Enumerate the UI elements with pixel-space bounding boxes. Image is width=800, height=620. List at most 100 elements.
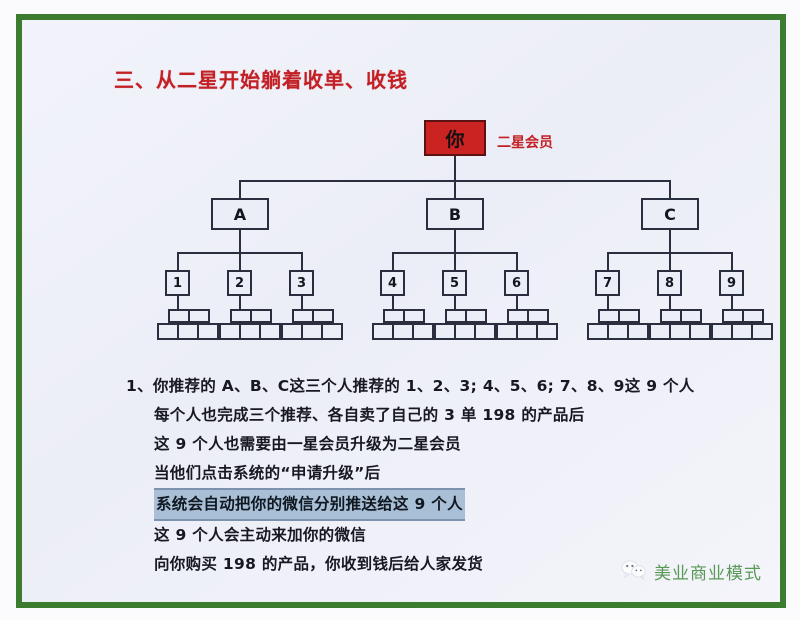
node-b-label: B (448, 204, 462, 224)
connector-drop-6 (516, 252, 518, 270)
watermark-text: 美业商业模式 (654, 564, 762, 584)
body-line-4: 当他们点击系统的“申请升级”后 (154, 464, 381, 482)
leaf-cell (445, 309, 467, 323)
leaf-cell (587, 323, 609, 340)
leaf-cell (731, 323, 753, 340)
node-8: 8 (657, 270, 682, 296)
body-line-1: 1、你推荐的 A、B、C这三个人推荐的 1、2、3; 4、5、6; 7、8、9这… (126, 372, 746, 401)
connector-drop-7 (607, 252, 609, 270)
body-line-7: 向你购买 198 的产品，你收到钱后给人家发货 (154, 555, 484, 573)
connector-b-stem (454, 230, 456, 252)
body-line-3: 这 9 个人也需要由一星会员升级为二星会员 (154, 435, 461, 453)
node-4-label: 4 (387, 275, 398, 291)
node-b: B (426, 198, 484, 230)
connector-drop-5 (454, 252, 456, 270)
leaf-cell (627, 323, 649, 340)
connector-leaf-stem-8 (669, 296, 671, 309)
node-2: 2 (227, 270, 252, 296)
leaf-cell (496, 323, 518, 340)
leaf-cell (372, 323, 394, 340)
node-7: 7 (595, 270, 620, 296)
connector-drop-2 (239, 252, 241, 270)
node-9: 9 (719, 270, 744, 296)
leaf-cell (516, 323, 538, 340)
body-line-highlighted: 系统会自动把你的微信分别推送给这 9 个人 (154, 488, 465, 521)
leaf-cell (168, 309, 190, 323)
body-line-highlight-wrapper: 系统会自动把你的微信分别推送给这 9 个人 (126, 488, 746, 521)
connector-leaf-stem-9 (731, 296, 733, 309)
leaf-cell (751, 323, 773, 340)
leaf-cell (197, 323, 219, 340)
leaf-cell (454, 323, 476, 340)
leaf-cell (157, 323, 179, 340)
leaf-cell (618, 309, 640, 323)
leaf-cell (434, 323, 456, 340)
leaf-cell (403, 309, 425, 323)
root-node-label: 你 (445, 128, 465, 151)
connector-drop-8 (669, 252, 671, 270)
connector-leaf-stem-5 (454, 296, 456, 309)
node-2-label: 2 (234, 275, 245, 291)
node-3: 3 (289, 270, 314, 296)
root-node-you: 你 (424, 120, 486, 156)
leaf-cell (412, 323, 434, 340)
green-frame-border: 三、从二星开始躺着收单、收钱 你 二星会员 A (16, 14, 786, 608)
leaf-cell (392, 323, 414, 340)
leaf-cell (281, 323, 303, 340)
leaf-cell (711, 323, 733, 340)
body-line-1-text: 你推荐的 A、B、C这三个人推荐的 1、2、3; 4、5、6; 7、8、9这 9… (152, 377, 695, 395)
page-title: 三、从二星开始躺着收单、收钱 (114, 68, 408, 92)
connector-root-stem (454, 156, 456, 180)
root-node-side-label: 二星会员 (497, 135, 553, 151)
leaf-cell (321, 323, 343, 340)
connector-leaf-stem-3 (301, 296, 303, 309)
leaf-cell (649, 323, 671, 340)
connector-drop-a (239, 180, 241, 198)
node-6: 6 (504, 270, 529, 296)
body-line-6: 这 9 个人会主动来加你的微信 (154, 526, 367, 544)
leaf-cell (598, 309, 620, 323)
leaf-cell (536, 323, 558, 340)
connector-drop-4 (392, 252, 394, 270)
leaf-cell (292, 309, 314, 323)
leaf-cell (383, 309, 405, 323)
connector-c-stem (669, 230, 671, 252)
leaf-cell (527, 309, 549, 323)
leaf-cell (177, 323, 199, 340)
watermark: 美业商业模式 (617, 557, 766, 586)
list-item-number: 1、 (126, 377, 153, 395)
connector-leaf-stem-7 (607, 296, 609, 309)
node-a: A (211, 198, 269, 230)
leaf-cell (250, 309, 272, 323)
node-c-label: C (664, 204, 676, 224)
connector-leaf-stem-4 (392, 296, 394, 309)
leaf-cell (312, 309, 334, 323)
leaf-cell (239, 323, 261, 340)
leaf-cell (507, 309, 529, 323)
connector-drop-9 (731, 252, 733, 270)
leaf-cell (680, 309, 702, 323)
connector-leaf-stem-6 (516, 296, 518, 309)
leaf-cell (188, 309, 210, 323)
connector-drop-3 (301, 252, 303, 270)
node-5: 5 (442, 270, 467, 296)
node-7-label: 7 (602, 275, 613, 291)
node-a-label: A (233, 204, 247, 224)
node-1-label: 1 (172, 275, 183, 291)
connector-a-stem (239, 230, 241, 252)
body-text-block: 1、你推荐的 A、B、C这三个人推荐的 1、2、3; 4、5、6; 7、8、9这… (126, 372, 746, 579)
node-4: 4 (380, 270, 405, 296)
body-line-2: 每个人也完成三个推荐、各自卖了自己的 3 单 198 的产品后 (154, 406, 585, 424)
node-3-label: 3 (296, 275, 307, 291)
network-tree-diagram: 你 二星会员 A B C (22, 106, 780, 361)
node-6-label: 6 (511, 275, 522, 291)
node-5-label: 5 (449, 275, 460, 291)
leaf-cell (660, 309, 682, 323)
connector-leaf-stem-2 (239, 296, 241, 309)
leaf-cell (689, 323, 711, 340)
node-9-label: 9 (726, 275, 737, 291)
connector-drop-b (454, 180, 456, 198)
wechat-icon (621, 560, 647, 584)
connector-drop-1 (177, 252, 179, 270)
